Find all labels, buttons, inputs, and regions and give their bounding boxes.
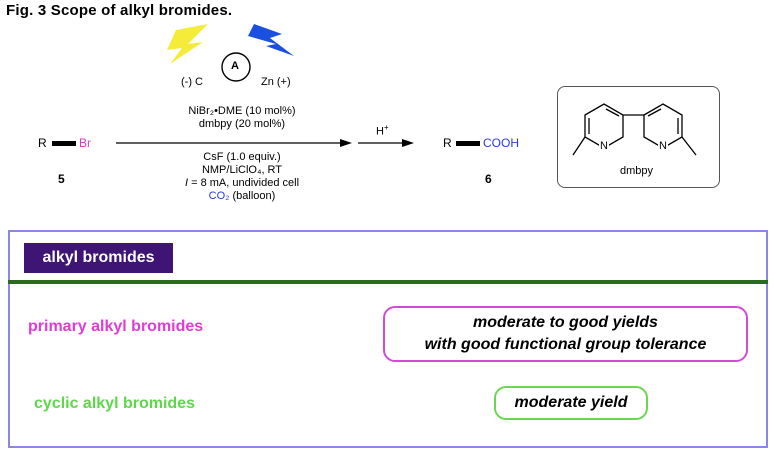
ammeter-label: A	[231, 60, 239, 72]
lightning-right-icon	[248, 24, 294, 56]
condition-ligand: dmbpy (20 mol%)	[198, 118, 286, 130]
condition-solvent: NMP/LiClO₄, RT	[201, 164, 283, 176]
result-primary-line2: with good functional group tolerance	[424, 336, 707, 353]
result-cyclic-box: moderate yield	[494, 386, 648, 420]
lightning-left-icon	[167, 24, 208, 64]
product-r: R	[443, 136, 452, 150]
product-number: 6	[485, 172, 492, 186]
ligand-n1: N	[599, 140, 609, 152]
anode-label: Zn (+)	[261, 76, 291, 88]
panel-divider	[8, 280, 768, 284]
condition-catalyst: NiBr₂•DME (10 mol%)	[188, 105, 296, 117]
reactant-r: R	[38, 136, 47, 150]
co2-label: CO₂	[208, 190, 230, 202]
category-primary: primary alkyl bromides	[28, 318, 204, 335]
acid-label: H+	[376, 123, 389, 138]
result-primary-box: moderate to good yields with good functi…	[383, 306, 748, 362]
reactant-br: Br	[79, 136, 91, 150]
ligand-structure-overlay	[572, 103, 697, 156]
reactant-bond	[52, 141, 76, 146]
product-cooh: COOH	[483, 136, 519, 150]
ammeter-circle	[221, 52, 251, 82]
reaction-arrow-main-head	[340, 139, 352, 147]
reactant-number: 5	[58, 172, 65, 186]
cathode-label: (-) C	[181, 76, 203, 88]
condition-current: I = 8 mA, undivided cell	[184, 177, 300, 189]
category-cyclic: cyclic alkyl bromides	[34, 395, 195, 412]
ligand-label: dmbpy	[620, 165, 654, 177]
ligand-n2: N	[658, 140, 668, 152]
product-bond	[456, 141, 480, 146]
reaction-arrow-acid-head	[402, 139, 414, 147]
figure-title: Fig. 3 Scope of alkyl bromides.	[6, 2, 233, 19]
result-primary-line1: moderate to good yields	[473, 314, 658, 331]
scope-panel	[8, 230, 768, 448]
condition-additive: CsF (1.0 equiv.)	[203, 151, 281, 163]
panel-tag: alkyl bromides	[24, 243, 173, 273]
result-cyclic-text: moderate yield	[514, 394, 628, 411]
ligand-box	[557, 86, 720, 188]
co2-rest: (balloon)	[229, 190, 276, 202]
condition-co2: CO₂ (balloon)	[150, 190, 334, 203]
